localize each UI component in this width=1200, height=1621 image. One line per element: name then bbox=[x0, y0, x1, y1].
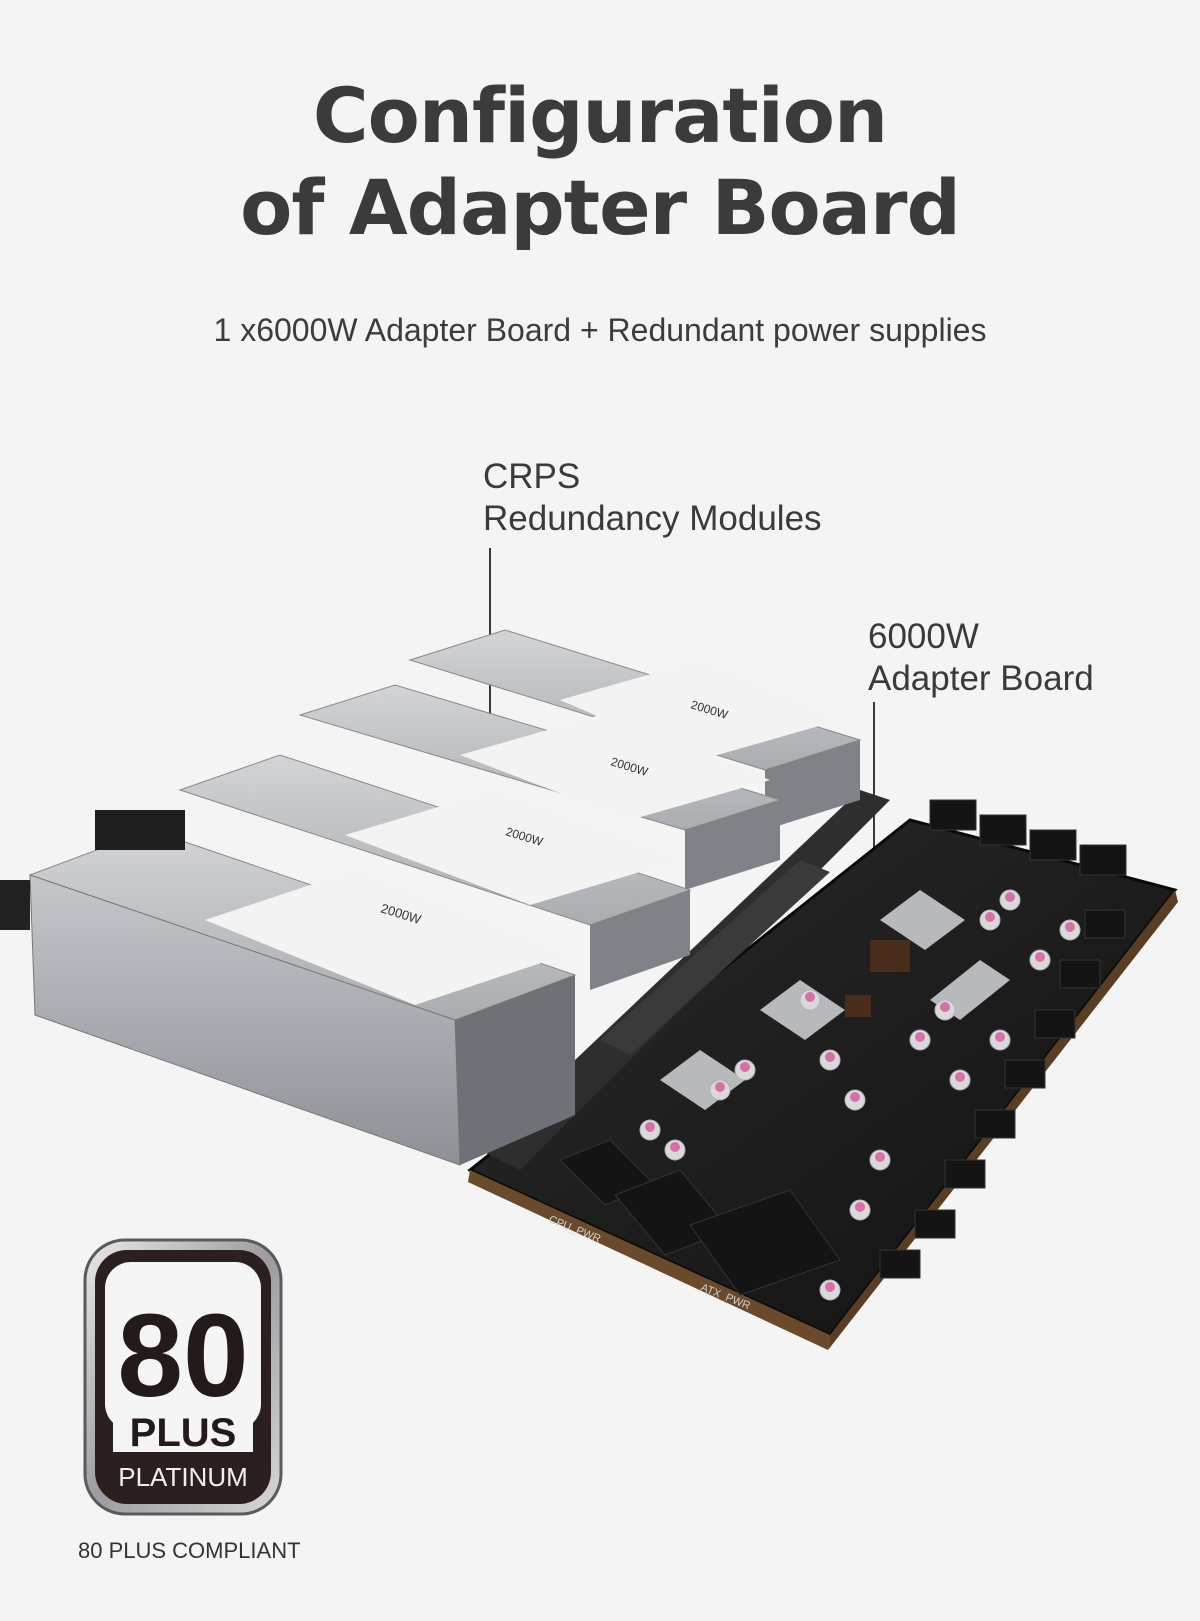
psu-module-3: 2000W bbox=[298, 684, 782, 890]
psu-module-2: 2000W bbox=[178, 754, 692, 990]
compliance-caption: 80 PLUS COMPLIANT bbox=[78, 1538, 301, 1563]
80-plus-platinum-badge: 80 PLUS PLATINUM bbox=[83, 1238, 283, 1516]
badge-number: 80 bbox=[117, 1290, 248, 1422]
psu-module-1: 2000W bbox=[0, 810, 577, 1166]
adapter-callout-line1: 6000W bbox=[868, 617, 979, 656]
badge-plus: PLUS bbox=[130, 1411, 237, 1455]
crps-callout: CRPS Redundancy Modules bbox=[483, 456, 822, 540]
adapter-board: CPU_PWR ATX_PWR bbox=[467, 790, 1178, 1350]
badge-tier: PLATINUM bbox=[118, 1462, 248, 1492]
psu-module-4: 2000W bbox=[408, 629, 862, 830]
subtitle: 1 x6000W Adapter Board + Redundant power… bbox=[213, 312, 987, 348]
adapter-callout: 6000W Adapter Board bbox=[868, 616, 1094, 700]
adapter-callout-line2: Adapter Board bbox=[868, 659, 1094, 698]
title-line-2: of Adapter Board bbox=[240, 163, 961, 252]
page-title: Configuration of Adapter Board bbox=[0, 70, 1200, 254]
crps-callout-line1: CRPS bbox=[483, 457, 581, 496]
crps-callout-line2: Redundancy Modules bbox=[483, 499, 822, 538]
title-line-1: Configuration bbox=[312, 71, 888, 160]
